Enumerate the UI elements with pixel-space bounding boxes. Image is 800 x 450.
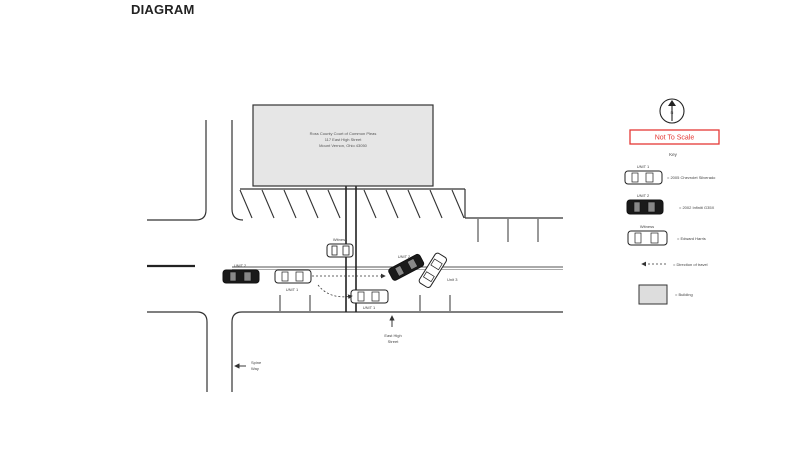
right-stall-ticks (477, 219, 539, 242)
building-city: Mount Vernon, Ohio 43050 (319, 143, 368, 148)
legend-unit1-text: = 2005 Chevrolet Silverado (667, 175, 716, 180)
building-street: 117 East High Street (325, 137, 363, 142)
legend-unit2-text: = 2002 Infiniti G35X (679, 205, 715, 210)
unit2-vehicle-start (222, 269, 260, 284)
spine-way-label-2: Way (251, 366, 259, 371)
unit1-vehicle-end (350, 289, 389, 304)
unit2-label-collision: UNIT 2 (398, 254, 411, 259)
legend-unit1-car-icon (624, 170, 663, 185)
parking-stalls (239, 189, 465, 219)
legend-building-swatch (638, 284, 668, 305)
street-label-1: East High (384, 333, 401, 338)
not-to-scale-text: Not To Scale (655, 135, 695, 142)
legend-witness-tag: Witness (640, 224, 654, 229)
lower-stall-ticks (279, 295, 451, 311)
legend: N Not To Scale Key UNIT 1 = 2005 Chevrol… (624, 98, 720, 305)
unit1-label-start: UNIT 1 (286, 287, 299, 292)
direction-paths (312, 273, 386, 300)
witness-vehicle (326, 243, 354, 258)
unit2-vehicle-collision (388, 253, 425, 281)
legend-unit2-car-icon (626, 199, 664, 215)
legend-witness-car-icon (627, 230, 668, 246)
unit3-label: Unit 3 (447, 277, 458, 282)
road-curbs (147, 120, 563, 392)
key-label: Key (669, 152, 678, 157)
legend-unit1-tag: UNIT 1 (637, 164, 650, 169)
witness-label: Witness (333, 237, 347, 242)
legend-witness-text: = Edward Harris (677, 236, 706, 241)
street-label-2: Street (388, 339, 400, 344)
spine-way-label-1: Spine (251, 360, 262, 365)
legend-unit2-tag: UNIT 2 (637, 193, 650, 198)
legend-direction-text: = Direction of travel (673, 262, 708, 267)
not-to-scale-box (629, 129, 720, 145)
court-building (252, 104, 434, 187)
legend-building-text: = Building (675, 292, 693, 297)
building-name: Ross County Court of Common Pleas (310, 131, 377, 136)
unit1-label-end: UNIT 1 (363, 305, 376, 310)
compass-letter: N (671, 110, 674, 115)
unit1-vehicle-start (274, 269, 312, 284)
page-heading: DIAGRAM (131, 2, 195, 17)
unit3-vehicle (418, 252, 447, 288)
unit2-label-start: UNIT 2 (234, 263, 247, 268)
